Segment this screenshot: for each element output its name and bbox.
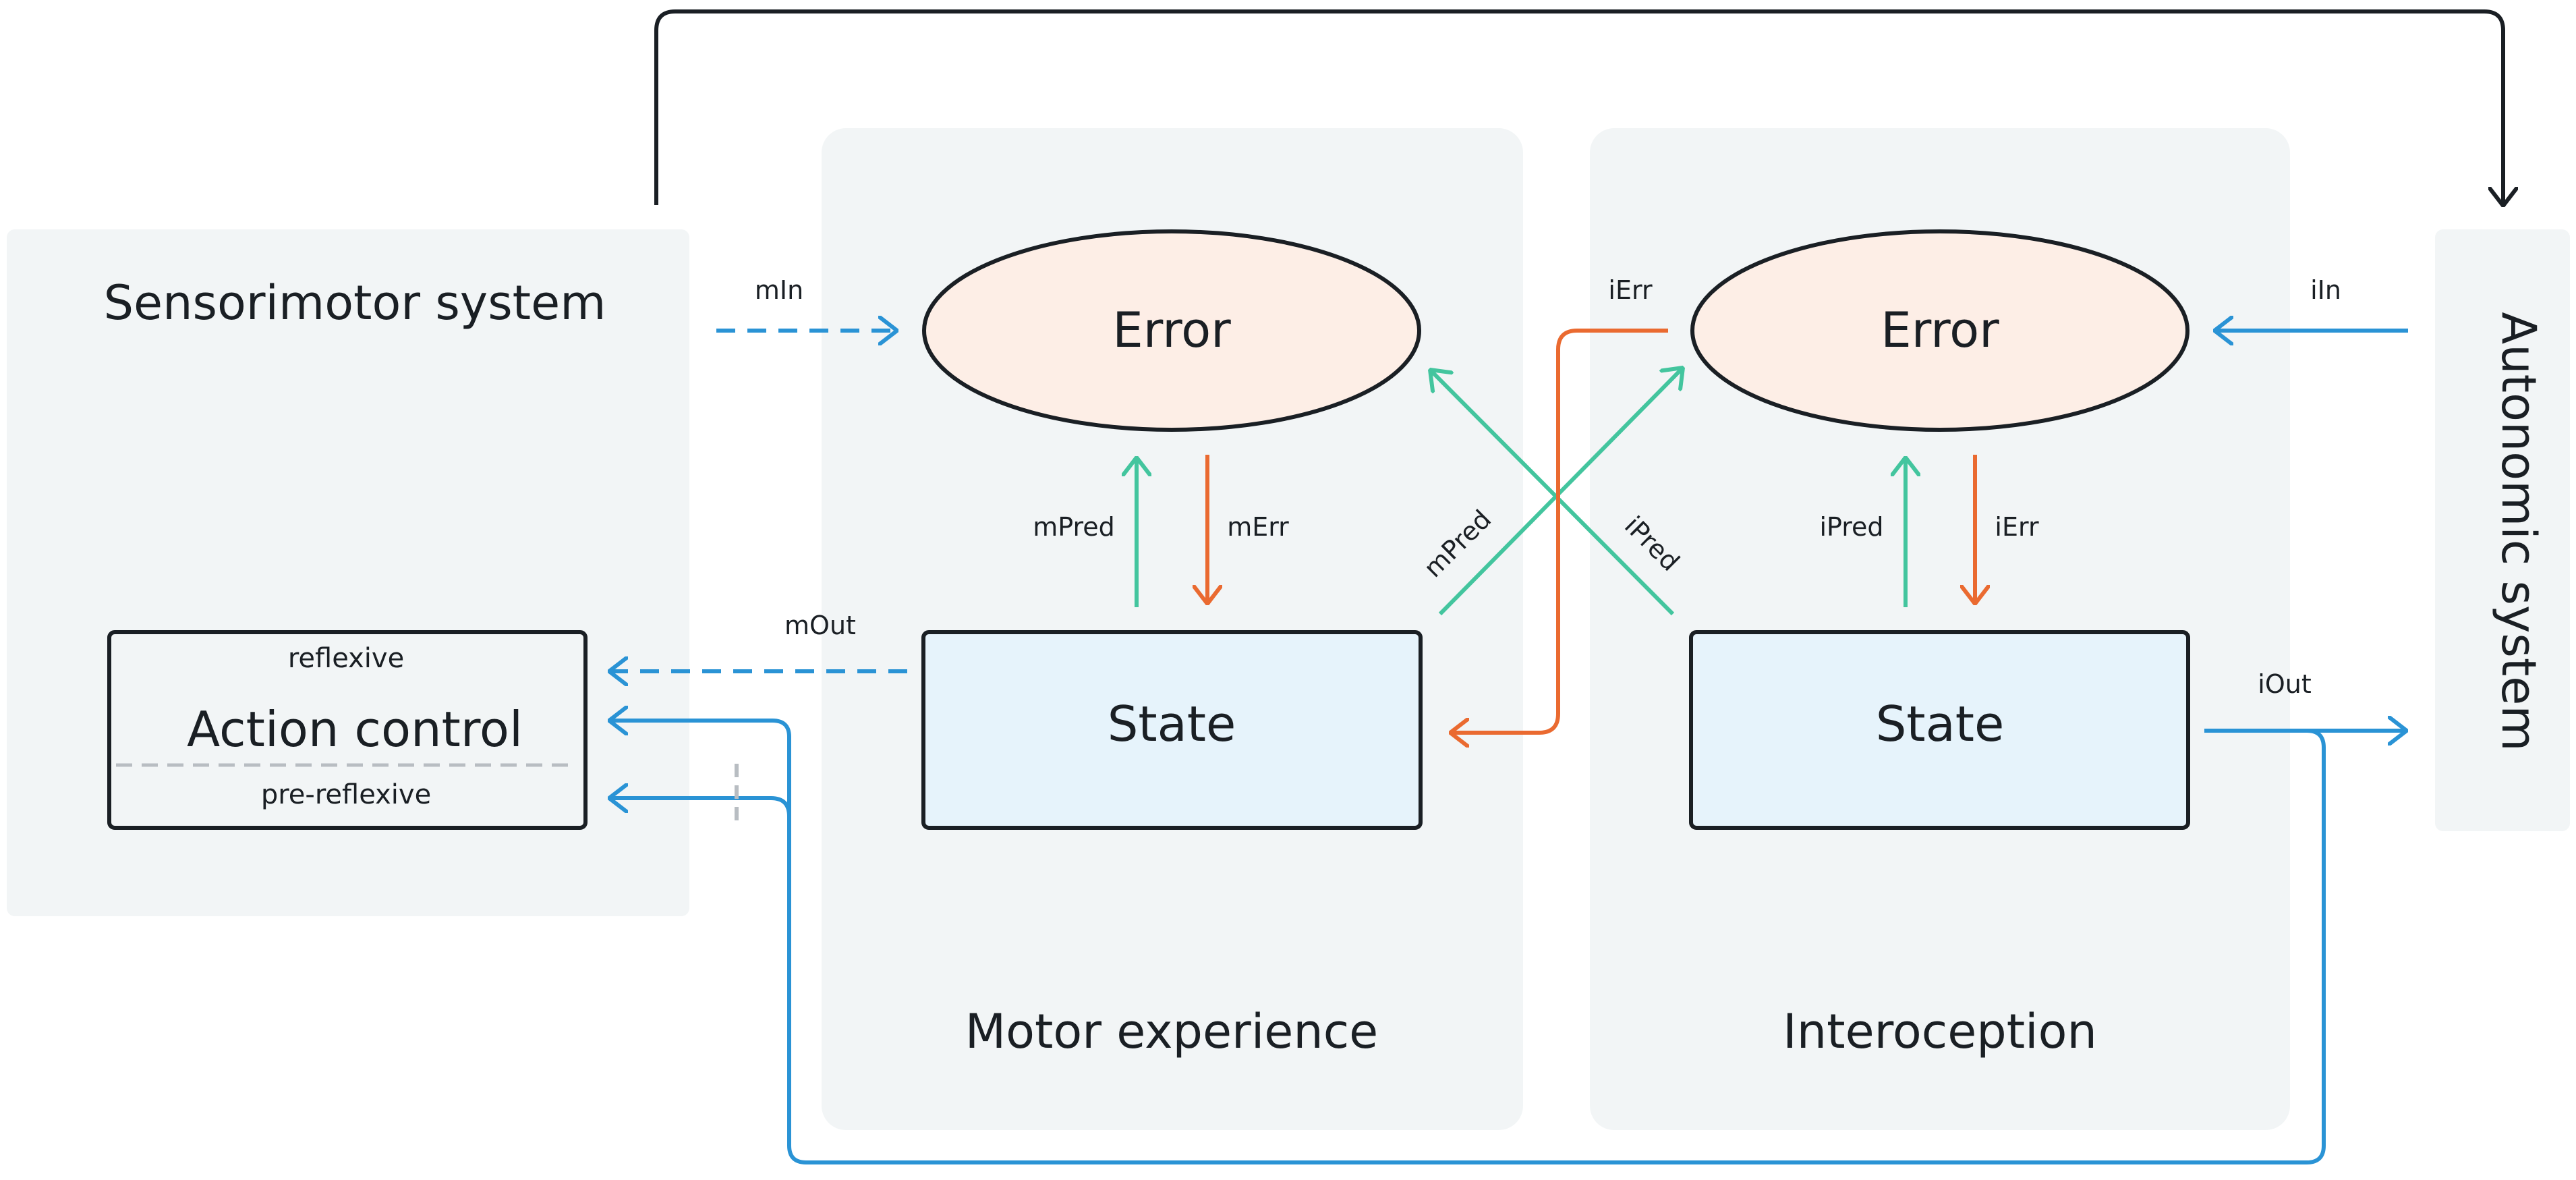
iErr-down-label: iErr — [1995, 512, 2039, 542]
mIn-label: mIn — [755, 275, 803, 305]
mPred-up-label: mPred — [1033, 512, 1115, 542]
iIn-label: iIn — [2310, 275, 2341, 305]
bottom-loop-line — [609, 721, 2326, 1164]
intero-state-label: State — [1876, 696, 2005, 752]
intero-error-node — [1690, 229, 2189, 432]
iErr-cross-arrow — [1450, 329, 1668, 733]
motor-error-node — [922, 229, 1421, 432]
autonomic-title: Autonomic system — [2491, 312, 2546, 751]
iOut-label: iOut — [2258, 669, 2311, 699]
iErr-cross-label: iErr — [1608, 275, 1653, 305]
intero-state-node — [1689, 630, 2190, 830]
action-control-prereflexive-label: pre-reflexive — [261, 779, 431, 810]
sensorimotor-panel — [7, 229, 689, 916]
motor-experience-title: Motor experience — [965, 1004, 1379, 1059]
bottom-loop-branch — [609, 798, 791, 817]
top-loop-arrow — [654, 9, 2503, 206]
iPred-cross-arrow — [1430, 370, 1675, 616]
action-control-box — [107, 630, 588, 830]
mOut-label: mOut — [784, 611, 856, 640]
iPred-up-label: iPred — [1819, 512, 1883, 542]
motor-state-label: State — [1108, 696, 1236, 752]
sensorimotor-title: Sensorimotor system — [104, 275, 606, 331]
motor-error-label: Error — [1112, 302, 1231, 358]
intero-error-label: Error — [1881, 302, 1999, 358]
interoception-title: Interoception — [1783, 1004, 2097, 1059]
motor-state-node — [921, 630, 1423, 830]
autonomic-panel — [2435, 229, 2570, 831]
mPred-cross-arrow — [1438, 368, 1683, 616]
mErr-down-label: mErr — [1227, 512, 1289, 542]
action-control-title: Action control — [187, 701, 523, 758]
action-control-reflexive-label: reflexive — [288, 643, 404, 674]
